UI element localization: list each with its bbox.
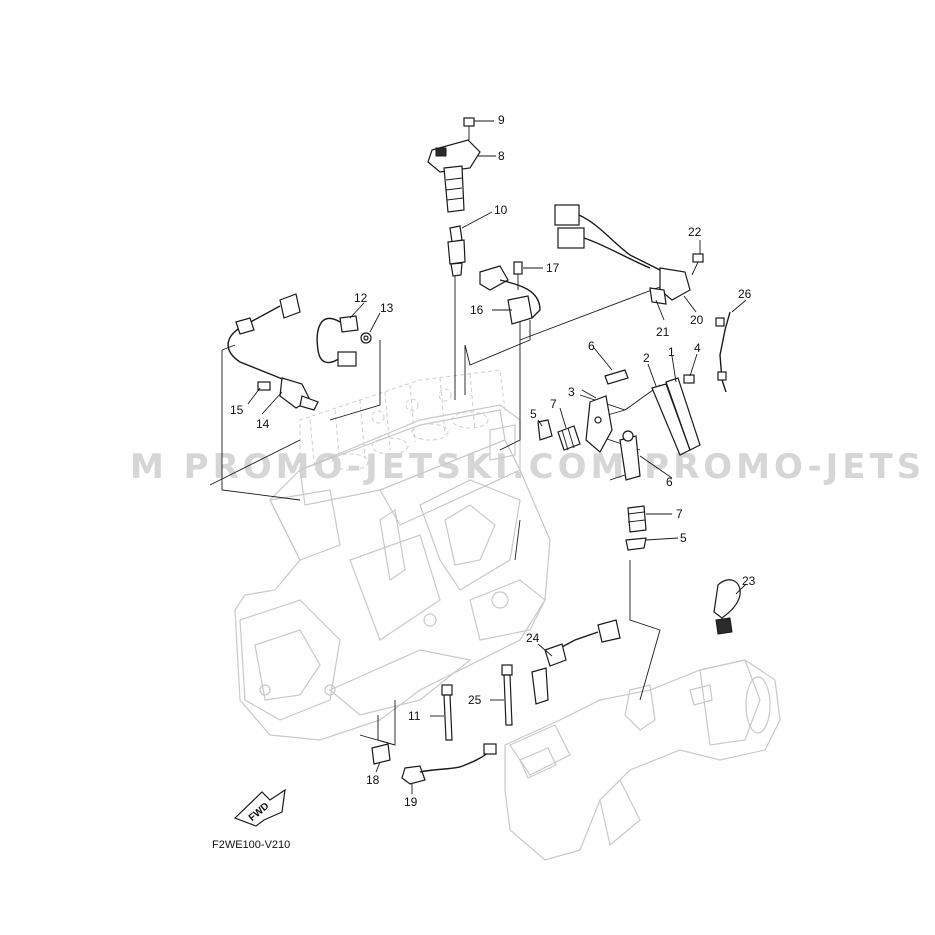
callout-11: 11 bbox=[408, 709, 421, 723]
callout-5a: 5 bbox=[530, 407, 537, 421]
callout-6b: 6 bbox=[666, 475, 673, 489]
exhaust-manifold bbox=[504, 659, 781, 861]
clip-23 bbox=[713, 579, 741, 635]
callout-8: 8 bbox=[498, 149, 505, 163]
callout-7b: 7 bbox=[676, 507, 683, 521]
callout-10: 10 bbox=[494, 203, 508, 217]
callout-16: 16 bbox=[470, 303, 484, 317]
callout-23: 23 bbox=[742, 574, 756, 588]
leader-lines bbox=[247, 120, 747, 794]
callout-25: 25 bbox=[468, 693, 482, 707]
fwd-arrow: FWD bbox=[233, 788, 286, 827]
diagram-code: F2WE100-V210 bbox=[212, 839, 290, 851]
callout-17: 17 bbox=[546, 261, 560, 275]
callout-5b: 5 bbox=[680, 531, 687, 545]
callout-14: 14 bbox=[256, 417, 270, 431]
watermark: M PROMO-JETSKI.COM PROMO-JETS bbox=[130, 447, 925, 487]
callout-26: 26 bbox=[738, 287, 752, 301]
sensor-14 bbox=[227, 293, 319, 411]
callout-4: 4 bbox=[694, 341, 701, 355]
connector-16 bbox=[479, 261, 541, 325]
callout-18: 18 bbox=[366, 773, 380, 787]
chain-guides bbox=[585, 369, 701, 481]
cable-ties bbox=[441, 664, 513, 741]
callout-15: 15 bbox=[230, 403, 244, 417]
callout-24: 24 bbox=[526, 631, 540, 645]
sensor-24 bbox=[531, 619, 621, 705]
callout-2: 2 bbox=[643, 351, 650, 365]
callout-21: 21 bbox=[656, 325, 670, 339]
callout-3: 3 bbox=[568, 385, 575, 399]
callout-1: 1 bbox=[668, 345, 675, 359]
callout-6a: 6 bbox=[588, 339, 595, 353]
ignition-coil bbox=[427, 117, 481, 213]
assembly-frames bbox=[209, 270, 666, 746]
callout-7a: 7 bbox=[550, 397, 557, 411]
tensioner-parts bbox=[537, 419, 647, 551]
callout-labels: 1 2 3 4 5 5 6 6 7 7 8 9 10 11 12 13 14 1… bbox=[230, 113, 756, 809]
callout-20: 20 bbox=[690, 313, 704, 327]
callout-19: 19 bbox=[404, 795, 418, 809]
callout-9: 9 bbox=[498, 113, 505, 127]
harness-20 bbox=[554, 204, 704, 305]
wire-26 bbox=[715, 311, 731, 393]
sensor-19 bbox=[371, 743, 497, 785]
callout-12: 12 bbox=[354, 291, 368, 305]
engine-block bbox=[234, 369, 551, 741]
callout-22: 22 bbox=[688, 225, 702, 239]
callout-13: 13 bbox=[380, 301, 394, 315]
sensor-12 bbox=[316, 315, 372, 367]
spark-plug bbox=[447, 225, 466, 277]
